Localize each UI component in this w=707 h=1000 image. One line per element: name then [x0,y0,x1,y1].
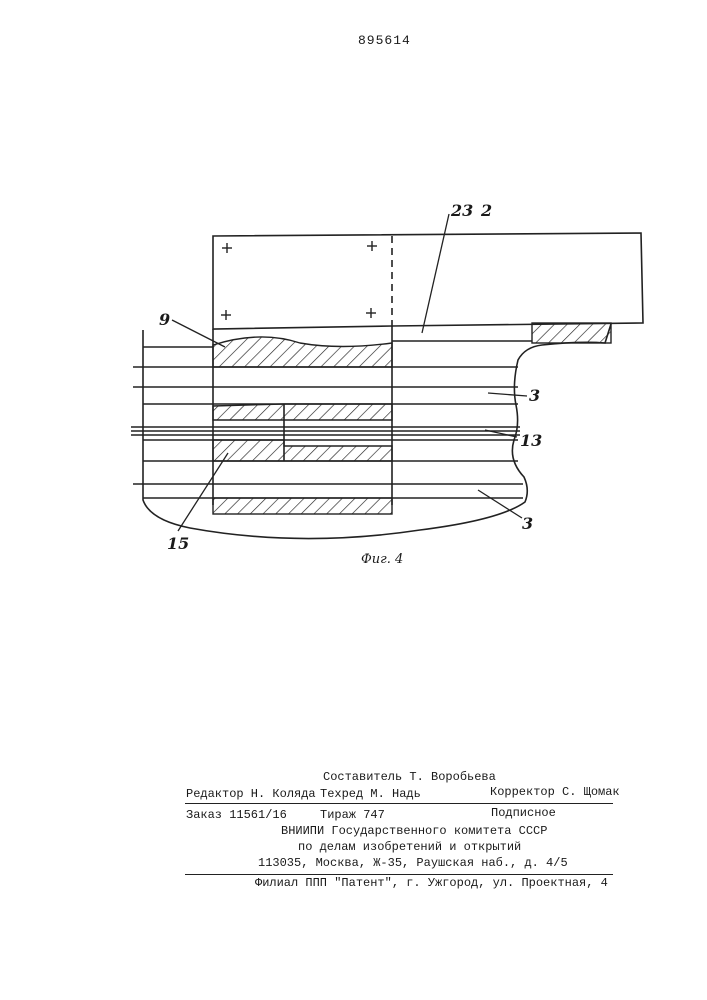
org-line-2: по делам изобретений и открытий [298,840,521,854]
rods [131,367,523,498]
divider-bottom [185,874,613,875]
figure-caption: Фиг. 4 [361,552,403,567]
label-13: 13 [520,431,542,450]
hatched-sections [213,323,611,514]
editor: Редактор Н. Коляда [186,787,316,801]
label-9: 9 [159,310,170,329]
plate-2 [213,233,643,330]
branch: Филиал ППП "Патент", г. Ужгород, ул. Про… [255,876,608,890]
org-line-1: ВНИИПИ Государственного комитета СССР [281,824,547,838]
label-3-lower: 3 [522,514,533,533]
techred: Техред М. Надь [320,787,421,801]
plus-marks [221,241,377,320]
corrector: Корректор С. Щомак [490,785,620,799]
order: Заказ 11561/16 [186,808,287,822]
address: 113035, Москва, Ж-35, Раушская наб., д. … [258,856,568,870]
subscription: Подписное [491,806,556,820]
composer: Составитель Т. Воробьева [323,770,496,784]
divider-top [185,803,613,804]
label-2: 2 [481,201,492,220]
label-23: 23 [451,201,473,220]
label-3-upper: 3 [529,386,540,405]
label-15: 15 [167,534,189,553]
circulation: Тираж 747 [320,808,385,822]
